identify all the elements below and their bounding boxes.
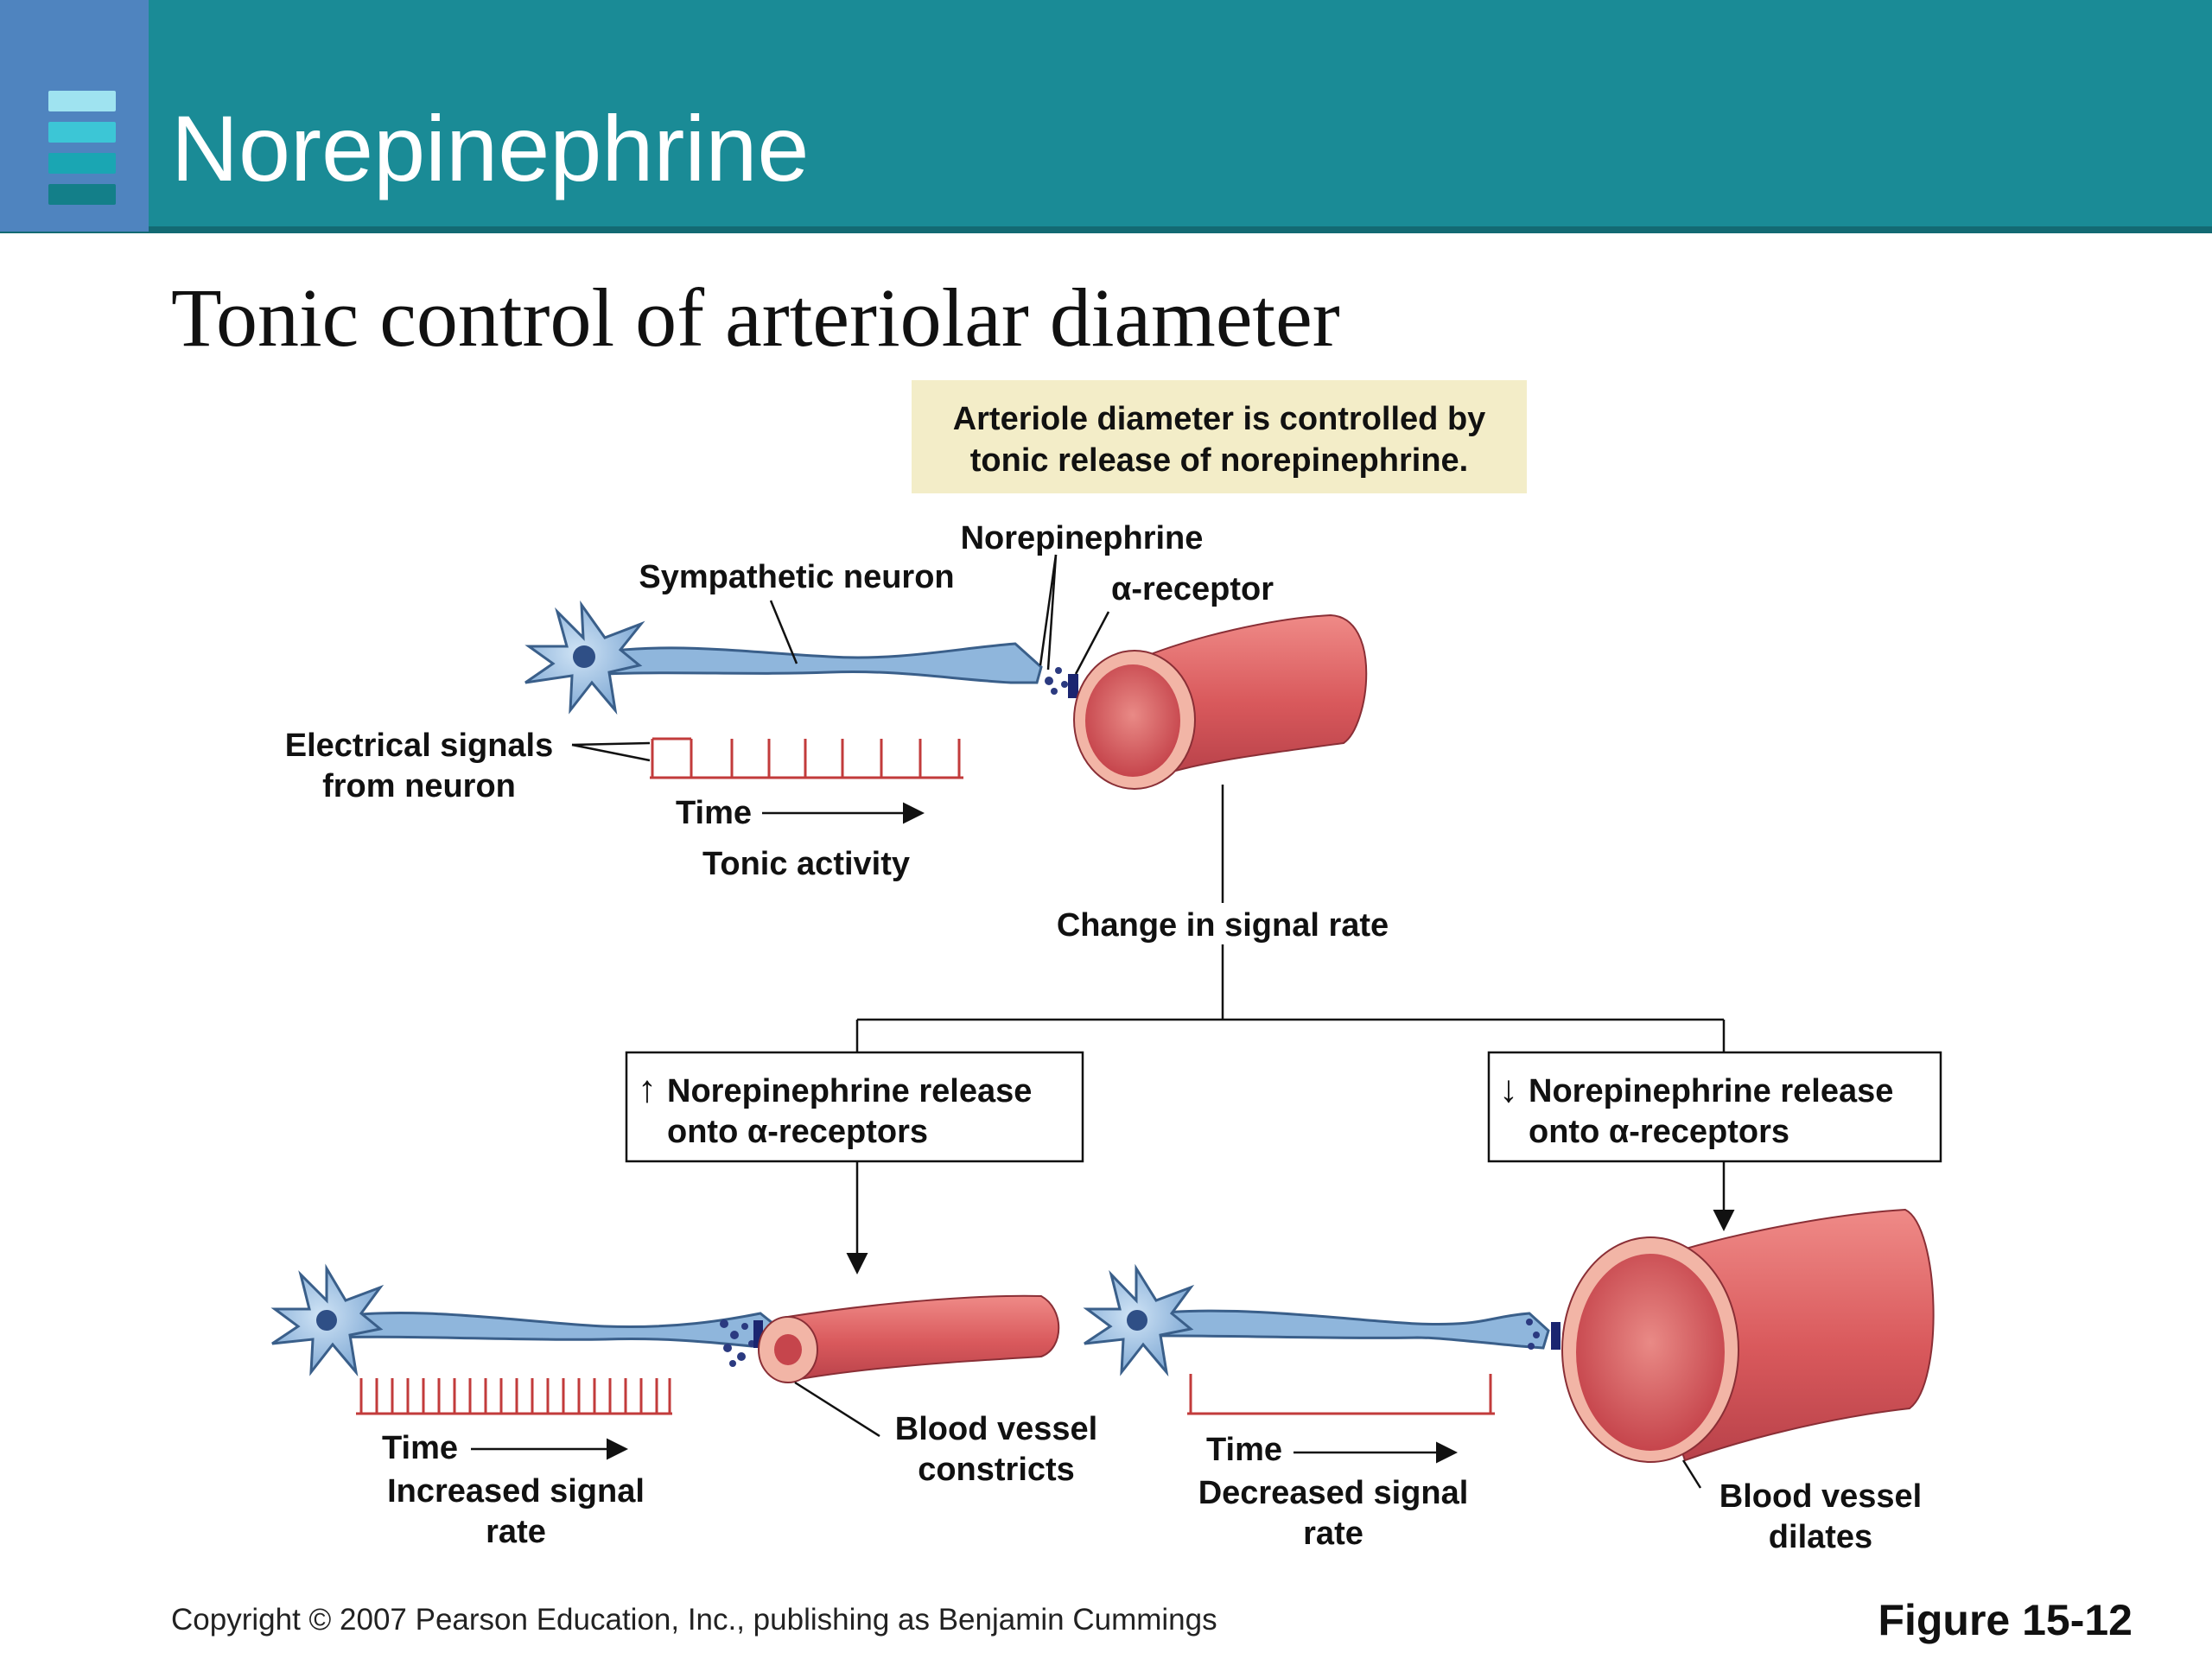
increase-line-2: onto α-receptors bbox=[667, 1114, 928, 1150]
header-divider bbox=[0, 226, 2212, 233]
label-time-right: Time bbox=[1206, 1432, 1282, 1468]
increase-box bbox=[625, 1051, 1084, 1163]
label-increased-rate-2: rate bbox=[486, 1514, 546, 1550]
label-sympathetic-neuron: Sympathetic neuron bbox=[639, 559, 954, 595]
label-time-left: Time bbox=[382, 1430, 458, 1466]
dilated-blood-vessel bbox=[1561, 1208, 1935, 1463]
decrease-arrow: ↓ bbox=[1499, 1068, 1518, 1110]
label-vessel-dilates-2: dilates bbox=[1769, 1519, 1872, 1555]
label-decreased-rate-2: rate bbox=[1303, 1516, 1363, 1552]
top-blood-vessel bbox=[1073, 613, 1368, 790]
increased-signal-trace bbox=[356, 1378, 672, 1415]
label-vessel-dilates-1: Blood vessel bbox=[1719, 1478, 1922, 1515]
copyright-notice: Copyright © 2007 Pearson Education, Inc.… bbox=[171, 1603, 1217, 1637]
label-electrical-signals-1: Electrical signals bbox=[285, 728, 554, 764]
slide-title: Norepinephrine bbox=[171, 96, 810, 200]
label-change-signal-rate: Change in signal rate bbox=[1057, 907, 1389, 944]
decreased-signal-trace bbox=[1187, 1374, 1495, 1415]
summary-box bbox=[912, 380, 1527, 493]
figure-label: Figure 15-12 bbox=[1878, 1596, 2133, 1644]
label-vessel-constricts-1: Blood vessel bbox=[895, 1411, 1097, 1447]
top-leader-lines bbox=[769, 554, 1110, 675]
stack-bars-icon bbox=[0, 0, 149, 232]
tonic-signal-trace bbox=[650, 737, 963, 779]
label-time-top: Time bbox=[676, 795, 752, 831]
label-vessel-constricts-2: constricts bbox=[918, 1452, 1075, 1488]
left-sympathetic-neuron bbox=[270, 1263, 784, 1377]
increase-arrow: ↑ bbox=[638, 1068, 657, 1110]
summary-line-1: Arteriole diameter is controlled by bbox=[953, 401, 1486, 437]
increase-line-1: Norepinephrine release bbox=[667, 1073, 1032, 1109]
alpha-receptor-marker bbox=[1068, 674, 1078, 698]
slide-subtitle: Tonic control of arteriolar diameter bbox=[171, 271, 1340, 364]
synaptic-vesicles bbox=[1045, 677, 1053, 685]
decrease-box bbox=[1487, 1051, 1942, 1163]
constricted-blood-vessel bbox=[758, 1294, 1060, 1383]
top-sympathetic-neuron bbox=[524, 600, 1078, 715]
label-tonic-activity: Tonic activity bbox=[702, 846, 910, 882]
label-norepinephrine: Norepinephrine bbox=[961, 520, 1204, 556]
label-decreased-rate-1: Decreased signal bbox=[1198, 1475, 1469, 1511]
label-increased-rate-1: Increased signal bbox=[387, 1473, 645, 1510]
header-bar bbox=[0, 0, 2212, 232]
summary-line-2: tonic release of norepinephrine. bbox=[970, 442, 1468, 479]
right-sympathetic-neuron bbox=[1083, 1263, 1560, 1377]
electrical-leader-lines bbox=[571, 741, 651, 762]
label-electrical-signals-2: from neuron bbox=[322, 768, 516, 804]
decrease-line-2: onto α-receptors bbox=[1529, 1114, 1789, 1150]
label-alpha-receptor: α-receptor bbox=[1111, 571, 1274, 607]
decrease-line-1: Norepinephrine release bbox=[1529, 1073, 1893, 1109]
